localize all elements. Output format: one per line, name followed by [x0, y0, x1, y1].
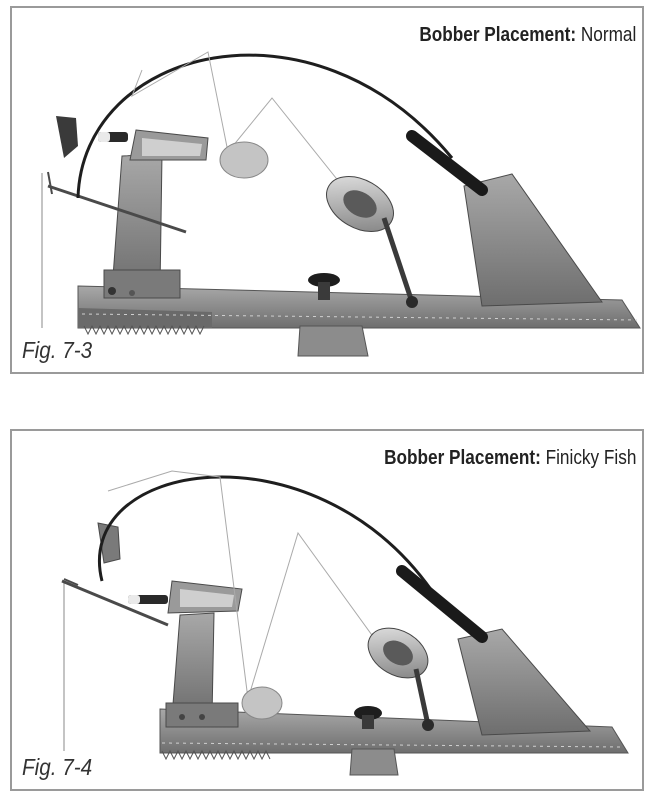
bobber-placement-value: Normal: [580, 24, 636, 46]
rod-handle: [406, 130, 488, 196]
rod-support: [463, 173, 603, 307]
base-rail: [159, 708, 629, 776]
figure-7-4-panel: Bobber Placement: Finicky Fish: [10, 429, 644, 791]
figure-7-3-panel: Bobber Placement: Normal: [10, 6, 644, 374]
bobber: [241, 686, 283, 720]
upright-post: [98, 129, 209, 299]
rod-holder-illustration: [41, 51, 641, 357]
strike-flag: [97, 522, 121, 564]
tension-knob: [354, 706, 382, 729]
figure-caption: Fig. 7-4: [22, 754, 93, 780]
strike-flag: [56, 116, 78, 158]
bobber-placement-label: Bobber Placement:: [383, 447, 541, 469]
fishing-rod: [98, 475, 434, 592]
lever-arm: [61, 579, 169, 627]
spinning-reel: [367, 627, 434, 731]
rod-handle: [396, 565, 488, 643]
tension-knob: [308, 273, 340, 300]
fishing-line: [131, 51, 229, 153]
upright-post: [128, 580, 243, 728]
figure-caption: Fig. 7-3: [22, 337, 93, 363]
bobber-placement-label: Bobber Placement:: [419, 24, 576, 46]
fishing-rod: [76, 53, 454, 199]
base-rail: [77, 285, 641, 357]
lever-arm: [47, 184, 187, 234]
spinning-reel: [326, 176, 418, 308]
figure-7-3-title: Bobber Placement: Normal: [419, 24, 636, 47]
bobber-placement-value: Finicky Fish: [545, 447, 636, 469]
rod-support: [457, 628, 592, 736]
rod-holder-illustration: [61, 470, 629, 776]
figure-7-4-title: Bobber Placement: Finicky Fish: [384, 447, 636, 470]
fishing-line: [107, 470, 249, 700]
bobber: [219, 141, 269, 179]
